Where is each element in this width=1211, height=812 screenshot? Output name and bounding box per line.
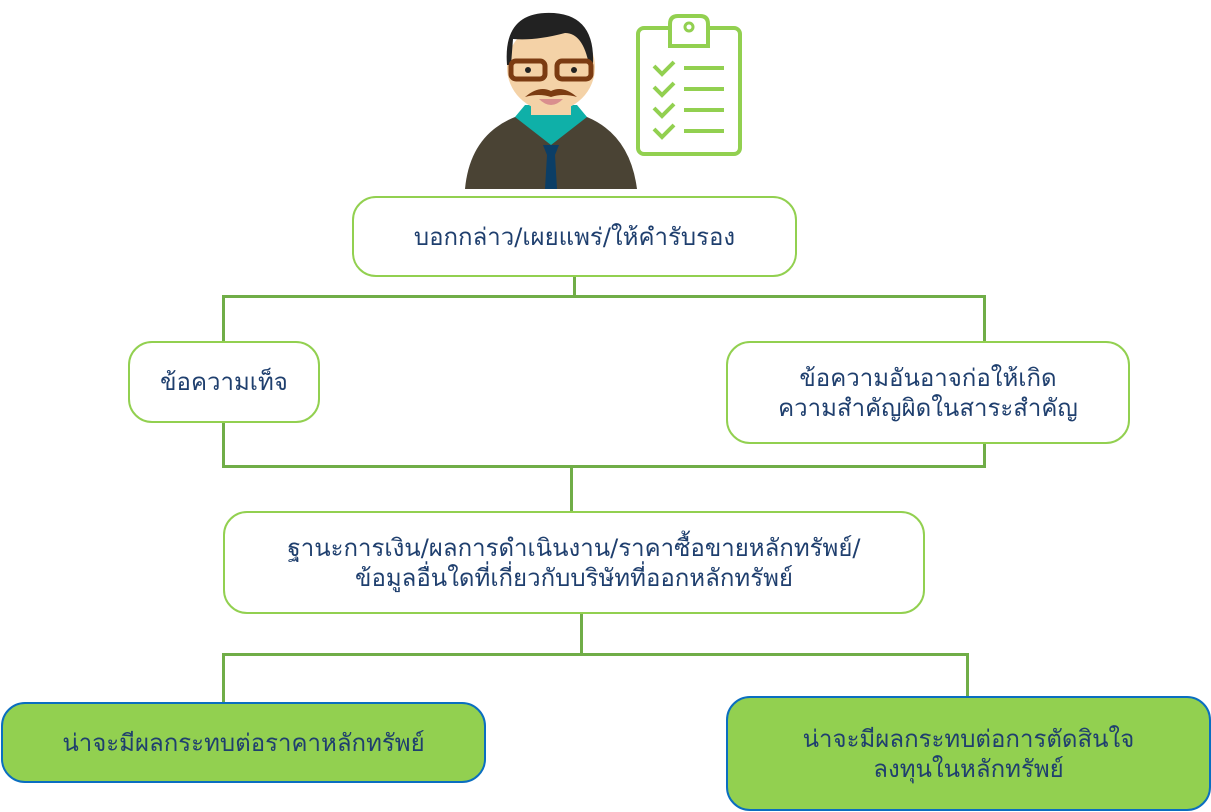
connector: [580, 612, 583, 656]
businessman-icon: [465, 12, 637, 189]
connector: [570, 465, 573, 512]
node-statement: บอกกล่าว/เผยแพร่/ให้คำรับรอง: [352, 196, 797, 277]
node-text: ลงทุนในหลักทรัพย์: [873, 754, 1064, 783]
connector: [222, 653, 969, 656]
node-text: น่าจะมีผลกระทบต่อราคาหลักทรัพย์: [62, 728, 425, 757]
connector: [222, 295, 225, 342]
node-text: ฐานะการเงิน/ผลการดำเนินงาน/ราคาซื้อขายหล…: [287, 533, 861, 562]
connector: [983, 295, 986, 342]
node-text: น่าจะมีผลกระทบต่อการตัดสินใจ: [802, 724, 1135, 753]
connector: [222, 465, 986, 468]
connector: [222, 295, 986, 298]
node-decision-impact: น่าจะมีผลกระทบต่อการตัดสินใจ ลงทุนในหลัก…: [726, 696, 1211, 811]
node-price-impact: น่าจะมีผลกระทบต่อราคาหลักทรัพย์: [1, 702, 486, 783]
node-text: ข้อมูลอื่นใดที่เกี่ยวกับบริษัทที่ออกหลัก…: [355, 563, 793, 592]
node-text: บอกกล่าว/เผยแพร่/ให้คำรับรอง: [413, 222, 736, 251]
node-text: ความสำคัญผิดในสาระสำคัญ: [778, 393, 1078, 422]
connector: [966, 653, 969, 697]
node-false-info: ข้อความเท็จ: [128, 341, 320, 423]
connector: [222, 653, 225, 703]
node-text: ข้อความเท็จ: [160, 368, 288, 396]
connector: [222, 421, 225, 468]
node-subject: ฐานะการเงิน/ผลการดำเนินงาน/ราคาซื้อขายหล…: [223, 511, 925, 614]
checklist-clipboard-icon: [636, 14, 742, 156]
connector: [983, 442, 986, 468]
connector: [573, 276, 576, 297]
node-text: ข้อความอันอาจก่อให้เกิด: [799, 363, 1057, 392]
node-misleading: ข้อความอันอาจก่อให้เกิด ความสำคัญผิดในสา…: [726, 341, 1130, 444]
